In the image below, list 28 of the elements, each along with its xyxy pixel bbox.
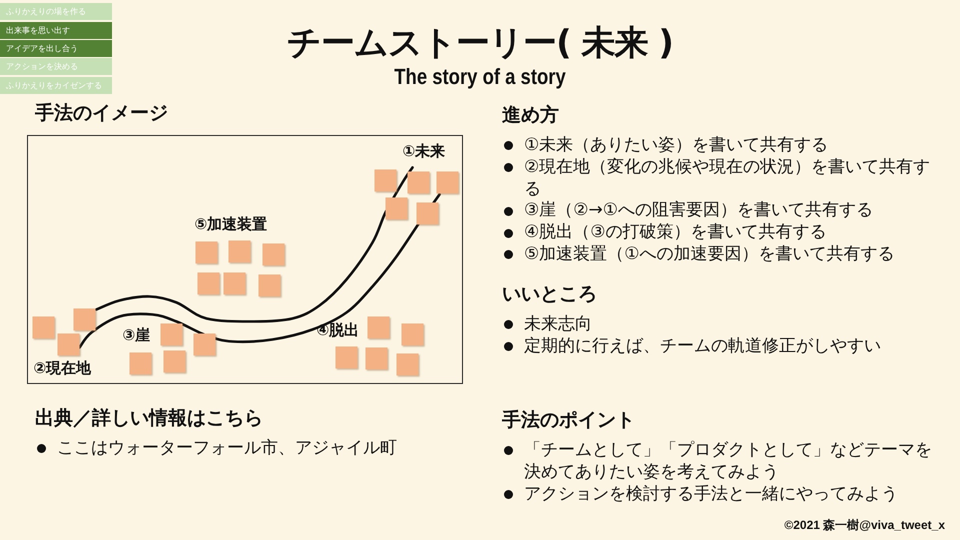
list-item-text: ①未来（ありたい姿）を書いて共有する	[524, 135, 828, 157]
list-item-text: ②現在地（変化の兆候や現在の状況）を書いて共有する	[524, 156, 932, 200]
slide-title: チームストーリー( 未来 )	[287, 23, 673, 63]
list-item-text: ⑤加速装置（①への加速要因）を書いて共有する	[524, 244, 894, 266]
menu-item: ふりかえりの場を作る	[0, 3, 112, 20]
list-item-text: 未来志向	[524, 314, 592, 336]
list-item-text: ③崖（②→①への阻害要因）を書いて共有する	[524, 200, 873, 222]
section-heading: 手法のポイント	[502, 408, 635, 432]
section-heading: いいところ	[502, 282, 597, 306]
list-item-text: アクションを検討する手法と一緒にやってみよう	[524, 484, 898, 506]
copyright-text: ©2021 森一樹@viva_tweet_x	[784, 518, 945, 533]
menu-item: ふりかえりをカイゼンする	[0, 77, 112, 94]
list-item-text: 「チームとして」「プロダクトとして」などテーマを決めてありたい姿を考えてみよう	[524, 440, 933, 484]
section-heading: 手法のイメージ	[35, 101, 168, 125]
menu-item: アイデアを出し合う	[0, 40, 112, 57]
section-heading: 進め方	[502, 103, 559, 127]
zone-label: ②現在地	[34, 359, 92, 377]
menu-item: アクションを決める	[0, 58, 112, 75]
section-heading: 出典／詳しい情報はこちら	[35, 406, 263, 430]
illustration-frame	[27, 135, 463, 384]
zone-label: ⑤加速装置	[194, 215, 268, 233]
zone-label: ③崖	[122, 326, 150, 344]
list-item-text: ④脱出（③の打破策）を書いて共有する	[524, 222, 826, 244]
zone-label: ①未来	[402, 142, 446, 160]
menu-item: 出来事を思い出す	[0, 22, 112, 39]
list-item-text: 定期的に行えば、チームの軌道修正がしやすい	[524, 336, 881, 358]
slide-subtitle: The story of a story	[394, 65, 566, 89]
list-item-text: ここはウォーターフォール市、アジャイル町	[57, 438, 397, 460]
